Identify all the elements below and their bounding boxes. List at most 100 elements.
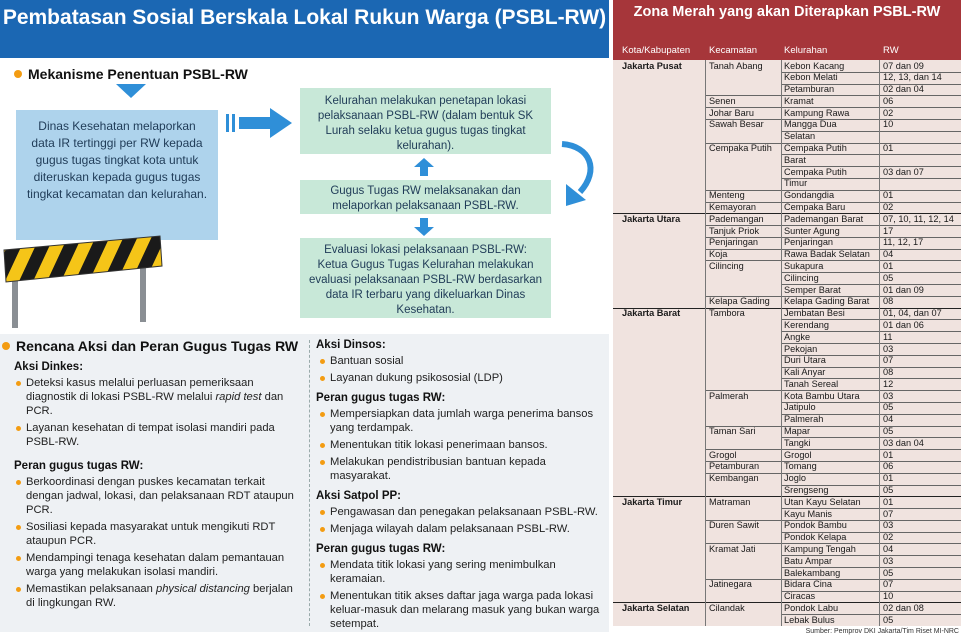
list-item: Layanan dukung psikososial (LDP) [316, 371, 608, 385]
cell-kecamatan: Cempaka Putih [709, 143, 772, 154]
row-divider [781, 83, 961, 85]
list-item: Menentukan titik lokasi penerimaan banso… [316, 438, 608, 452]
row-divider [705, 236, 961, 238]
row-divider [781, 177, 961, 179]
list-item: Berkoordinasi dengan puskes kecamatan te… [12, 475, 304, 517]
source-note: Sumber: Pemprov DKI Jakarta/Tim Riset MI… [805, 628, 959, 635]
cell-kelurahan: Selatan [784, 131, 816, 142]
cell-rw: 03 [883, 390, 894, 401]
zona-title: Zona Merah yang akan Diterapkan PSBL-RW [613, 0, 961, 42]
cell-kelurahan: Kelapa Gading Barat [784, 296, 870, 307]
cell-kelurahan: Pademangan Barat [784, 213, 864, 224]
cell-rw: 01 dan 09 [883, 284, 924, 295]
header-kecamatan: Kecamatan [709, 45, 758, 56]
list-item-text: physical distancing [155, 583, 250, 595]
cell-rw: 01 [883, 190, 894, 201]
cell-kecamatan: Kemayoran [709, 202, 756, 212]
cell-kelurahan: Utan Kayu Selatan [784, 496, 861, 507]
city-divider [613, 307, 961, 309]
row-divider [781, 166, 961, 168]
row-divider [705, 460, 961, 462]
row-divider [781, 154, 961, 156]
cell-rw: 17 [883, 225, 894, 236]
list-item: Mendata titik lokasi yang sering menimbu… [316, 558, 608, 586]
cell-kelurahan: Joglo [784, 473, 806, 484]
city-divider [613, 213, 961, 215]
rw-role-title: Peran gugus tugas RW: [14, 460, 144, 472]
cell-kecamatan: Koja [709, 249, 728, 260]
cell-rw: 02 [883, 532, 894, 543]
cell-kecamatan: Palmerah [709, 390, 749, 401]
rw-role-title: Peran gugus tugas RW: [316, 543, 446, 555]
mechanism-heading-text: Mekanisme Penentuan PSBL-RW [28, 66, 248, 82]
cell-kelurahan: Cempaka Putih [784, 166, 847, 177]
row-divider [781, 590, 961, 592]
down-arrow-icon [414, 218, 434, 236]
row-divider [781, 354, 961, 356]
cell-rw: 01 [883, 473, 894, 484]
cell-rw: 07, 10, 11, 12, 14 [883, 213, 954, 224]
header-kelurahan: Kelurahan [784, 45, 828, 56]
cycle-arrow-icon [561, 141, 594, 206]
cell-kecamatan: Tanjuk Priok [709, 225, 760, 236]
list-item: Melakukan pendistribusian bantuan kepada… [316, 455, 608, 483]
row-divider [781, 366, 961, 368]
cell-kelurahan: Cempaka Baru [784, 202, 846, 212]
cell-kecamatan: Matraman [709, 496, 751, 507]
cell-rw: 07 [883, 508, 894, 519]
plan-heading-text: Rencana Aksi dan Peran Gugus Tugas RW [16, 338, 299, 354]
cell-rw: 05 [883, 426, 894, 437]
row-divider [705, 225, 961, 227]
cell-rw: 08 [883, 296, 894, 307]
bullet-dot-icon [2, 342, 10, 350]
cell-rw: 12 [883, 378, 894, 389]
cell-kelurahan: Kali Anyar [784, 367, 826, 378]
cell-rw: 10 [883, 119, 894, 130]
cell-kelurahan: Palmerah [784, 414, 824, 425]
row-divider [705, 472, 961, 474]
cell-kecamatan: Sawah Besar [709, 119, 764, 130]
list-item-text: Memastikan pelaksanaan [26, 583, 153, 595]
header-rw: RW [883, 45, 899, 56]
cell-kelurahan: Grogol [784, 449, 812, 460]
cell-rw: 01 [883, 496, 894, 507]
cell-rw: 07 [883, 579, 894, 590]
cell-kelurahan: Cempaka Putih [784, 143, 847, 154]
row-divider [781, 614, 961, 616]
table-row: Tanah Sereal 12 [613, 379, 961, 390]
mechanism-heading: Mekanisme Penentuan PSBL-RW [14, 66, 248, 82]
cell-kelurahan: Tanah Sereal [784, 378, 839, 389]
cell-kota: Jakarta Utara [622, 213, 681, 224]
cell-kecamatan: Johar Baru [709, 107, 754, 118]
row-divider [705, 201, 961, 203]
row-divider [781, 319, 961, 321]
gugus-tugas-box: Gugus Tugas RW melaksanakan dan melapork… [300, 180, 551, 214]
row-divider [781, 555, 961, 557]
cell-rw: 05 [883, 402, 894, 413]
city-divider [613, 496, 961, 498]
cell-rw: 05 [883, 567, 894, 578]
